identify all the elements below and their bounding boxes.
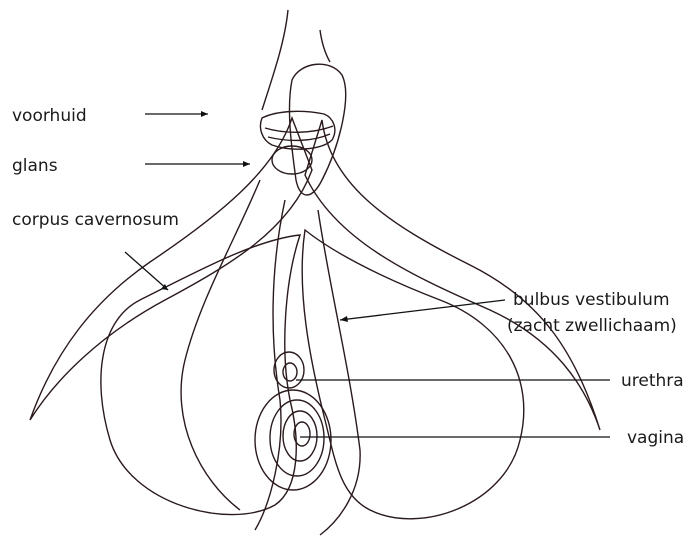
label-vagina: vagina	[627, 428, 684, 448]
label-zacht-zwellichaam: (zacht zwellichaam)	[507, 316, 677, 336]
glans-arrowhead	[243, 161, 250, 167]
corpus-leader	[125, 252, 168, 290]
urethra-opening	[274, 352, 304, 388]
bulbus-leader	[340, 300, 505, 320]
label-voorhuid: voorhuid	[12, 106, 87, 126]
label-corpus-cavernosum: corpus cavernosum	[12, 210, 179, 230]
label-glans: glans	[12, 156, 58, 176]
vaginal-opening	[255, 390, 331, 490]
voorhuid-arrowhead	[201, 111, 208, 117]
leader-lines	[125, 111, 610, 437]
contour-lines	[181, 180, 360, 535]
vessel-lines	[262, 10, 330, 110]
clitoral-body	[289, 64, 345, 195]
left-crus	[30, 118, 312, 420]
bulbus-arrowhead	[340, 316, 348, 322]
label-urethra: urethra	[621, 371, 684, 391]
label-bulbus-vestibulum: bulbus vestibulum	[513, 290, 670, 310]
